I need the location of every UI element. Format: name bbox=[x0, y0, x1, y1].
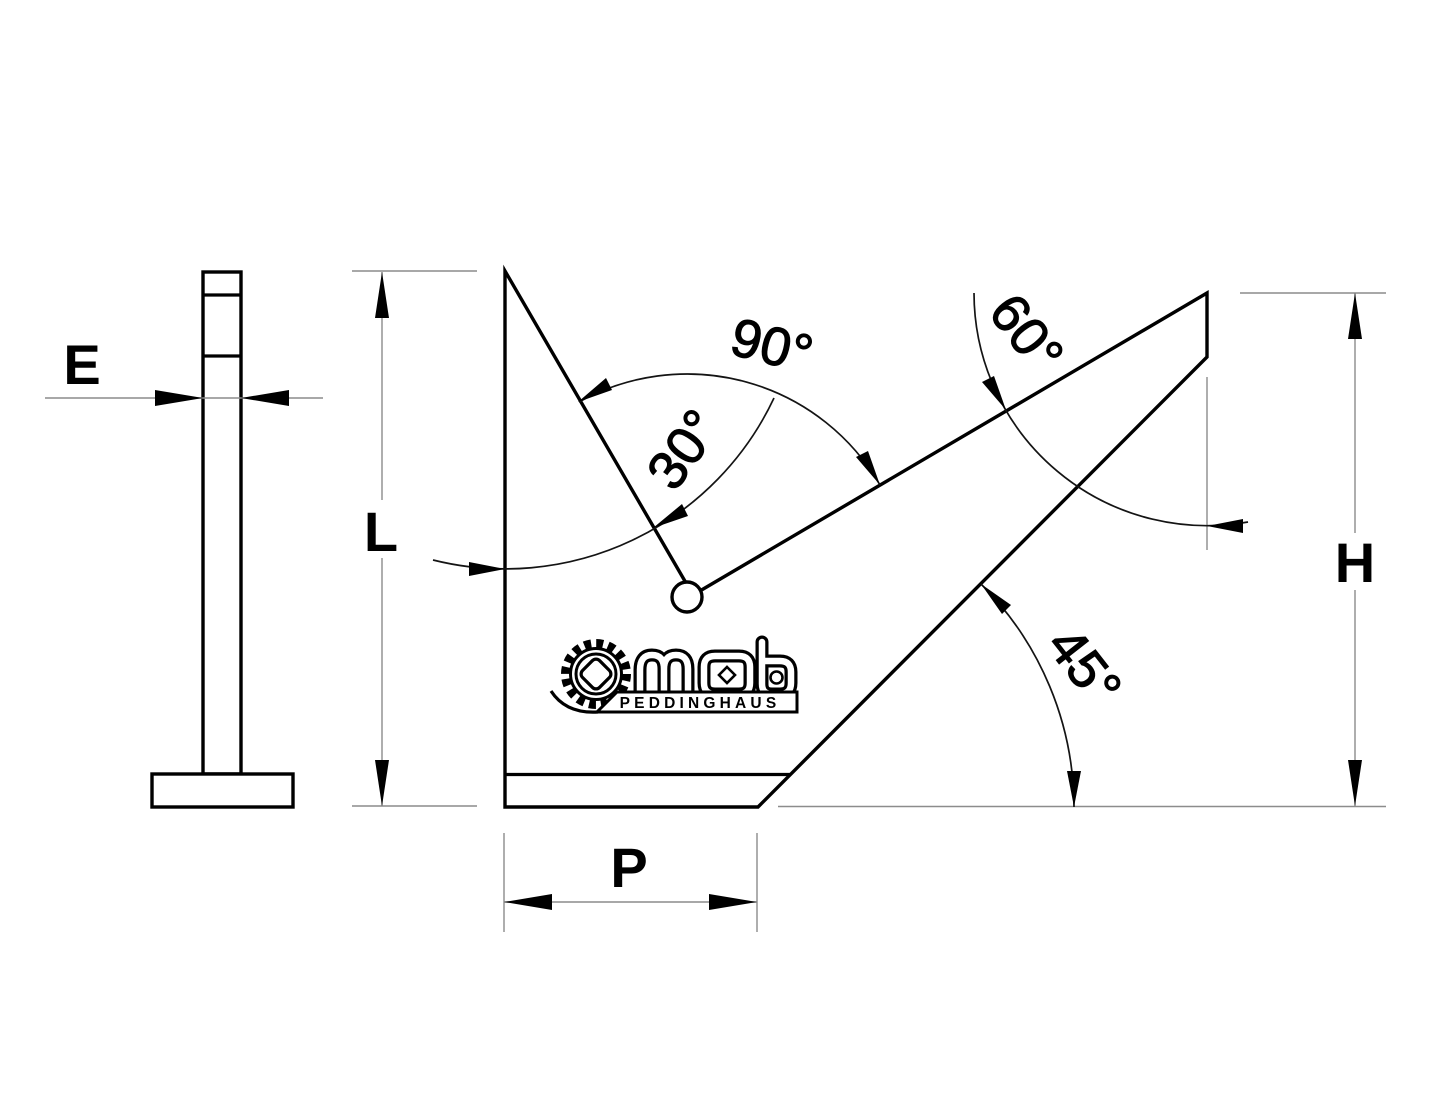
dimension-H-label: H bbox=[1335, 531, 1375, 594]
dimension-L: L bbox=[352, 270, 477, 807]
angle-45-arrow-lower bbox=[1067, 771, 1081, 807]
pivot-hole bbox=[670, 580, 704, 614]
logo-o-diamond bbox=[717, 665, 737, 685]
angle-90: 90° bbox=[578, 306, 881, 486]
dimension-H-arrow-top bbox=[1348, 293, 1362, 339]
logo-wordmark bbox=[633, 635, 798, 701]
dimension-E-arrow-right bbox=[241, 390, 289, 406]
dimension-H: H bbox=[778, 292, 1386, 808]
gear-icon bbox=[561, 639, 631, 709]
angle-90-arrow-left bbox=[578, 378, 612, 402]
dimension-L-arrow-bottom bbox=[375, 760, 389, 806]
logo-banner: PEDDINGHAUS bbox=[549, 690, 799, 714]
angle-90-label: 90° bbox=[725, 307, 819, 385]
logo: PEDDINGHAUS bbox=[549, 635, 799, 714]
angle-90-arrow-right bbox=[856, 451, 880, 485]
square-body-outline bbox=[503, 264, 1209, 809]
angle-90-arc bbox=[578, 373, 881, 486]
angle-60-arc bbox=[973, 292, 1249, 527]
angle-45-arc bbox=[980, 583, 1075, 808]
gear-diamond-hole bbox=[579, 657, 613, 691]
dimension-H-arrow-bottom bbox=[1348, 760, 1362, 806]
dimension-P-arrow-right bbox=[709, 894, 757, 910]
angle-45-arrow-upper bbox=[981, 584, 1011, 614]
logo-b-dot bbox=[769, 670, 784, 685]
angle-60-label: 60° bbox=[977, 283, 1075, 384]
side-view bbox=[150, 270, 295, 809]
angle-30-arrow-upper bbox=[653, 504, 688, 528]
dimension-P: P bbox=[503, 833, 758, 932]
dimension-L-arrow-top bbox=[375, 272, 389, 318]
dimension-P-label: P bbox=[610, 836, 647, 899]
dimension-E-arrow-left bbox=[155, 390, 203, 406]
dimension-E: E bbox=[45, 333, 323, 406]
side-view-blade bbox=[201, 270, 243, 776]
side-view-base bbox=[150, 772, 295, 809]
logo-m-fill bbox=[636, 638, 795, 698]
angle-30-arrow-lower bbox=[469, 562, 505, 576]
logo-subtitle: PEDDINGHAUS bbox=[620, 695, 781, 712]
dimension-L-label: L bbox=[364, 500, 398, 563]
logo-swoosh bbox=[549, 690, 599, 714]
main-view: PEDDINGHAUS bbox=[503, 264, 1209, 809]
gear-teeth bbox=[561, 639, 631, 709]
angle-45: 45° bbox=[980, 583, 1134, 808]
angle-60-arrow-upper bbox=[982, 376, 1006, 410]
angle-30-label: 30° bbox=[636, 399, 733, 500]
dimension-P-arrow-left bbox=[504, 894, 552, 910]
angle-45-label: 45° bbox=[1035, 616, 1133, 717]
angle-60-arrow-lower bbox=[1207, 519, 1243, 533]
dimension-E-label: E bbox=[63, 333, 100, 396]
logo-banner-box bbox=[593, 690, 799, 714]
